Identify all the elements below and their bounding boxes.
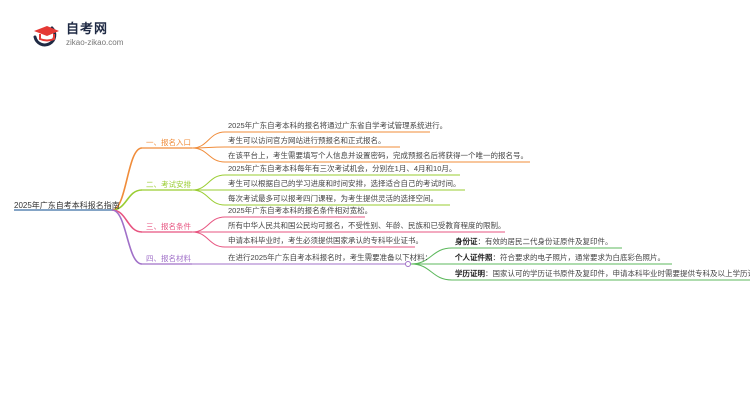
branch-leaf-link xyxy=(191,231,226,248)
root-branch-link xyxy=(111,189,143,211)
leaf-text[interactable]: 在该平台上，考生需要填写个人信息并设置密码，完成预报名后将获得一个唯一的报名号。 xyxy=(228,151,528,160)
material-desc: ：有效的居民二代身份证原件及复印件。 xyxy=(477,237,613,246)
branch-label[interactable]: 三、报名条件 xyxy=(146,222,191,231)
branch-leaf-link xyxy=(191,147,226,163)
logo-url: zikao-zikao.com xyxy=(66,38,124,47)
leaf-text[interactable]: 2025年广东自考本科每年有三次考试机会，分别在1月、4月和10月。 xyxy=(228,164,457,173)
material-item[interactable]: 身份证：有效的居民二代身份证原件及复印件。 xyxy=(455,237,613,247)
leaf-text[interactable]: 考生可以根据自己的学习进度和时间安排，选择适合自己的考试时间。 xyxy=(228,179,461,188)
root-branch-link xyxy=(111,209,143,233)
leaf-text[interactable]: 在进行2025年广东自考本科报名时，考生需要准备以下材料： xyxy=(228,253,433,262)
branch-leaf-link xyxy=(191,189,226,206)
branch-label[interactable]: 四、报名材料 xyxy=(146,254,191,263)
material-key: 身份证 xyxy=(455,237,478,246)
logo-title: 自考网 xyxy=(66,21,109,36)
branch-leaf-link xyxy=(191,131,226,149)
graduation-cap-icon xyxy=(33,26,59,47)
material-item[interactable]: 学历证明：国家认可的学历证书原件及复印件，申请本科毕业时需要提供专科及以上学历证… xyxy=(455,269,750,279)
sub-link xyxy=(410,263,453,281)
branch-label[interactable]: 一、报名入口 xyxy=(146,138,191,147)
leaf-text[interactable]: 所有中华人民共和国公民均可报名，不受性别、年龄、民族和已受教育程度的限制。 xyxy=(228,221,506,230)
leaf-connector-dot xyxy=(405,261,411,267)
material-key: 个人证件照 xyxy=(455,253,493,262)
root-branch-link xyxy=(111,147,143,211)
branch-leaf-link xyxy=(191,174,226,191)
site-logo[interactable]: 自考网 zikao-zikao.com xyxy=(30,18,150,52)
leaf-text[interactable]: 2025年广东自考本科的报名条件相对宽松。 xyxy=(228,206,373,215)
material-desc: ：符合要求的电子照片，通常要求为白底彩色照片。 xyxy=(492,253,666,262)
material-key: 学历证明 xyxy=(455,269,485,278)
leaf-text[interactable]: 申请本科毕业时，考生必须提供国家承认的专科毕业证书。 xyxy=(228,236,423,245)
root-branch-link xyxy=(111,209,143,265)
leaf-text[interactable]: 考生可以访问官方网站进行预报名和正式报名。 xyxy=(228,136,386,145)
leaf-text[interactable]: 2025年广东自考本科的报名将通过广东省自学考试管理系统进行。 xyxy=(228,121,448,130)
leaf-text[interactable]: 每次考试最多可以报考四门课程，为考生提供灵活的选择空间。 xyxy=(228,194,438,203)
branch-leaf-link xyxy=(191,216,226,233)
root-node[interactable]: 2025年广东自考本科报名指南 xyxy=(14,201,120,210)
material-desc: ：国家认可的学历证书原件及复印件，申请本科毕业时需要提供专科及以上学历证书。 xyxy=(485,269,750,278)
material-item[interactable]: 个人证件照：符合要求的电子照片，通常要求为白底彩色照片。 xyxy=(455,253,665,263)
branch-label[interactable]: 二、考试安排 xyxy=(146,180,191,189)
